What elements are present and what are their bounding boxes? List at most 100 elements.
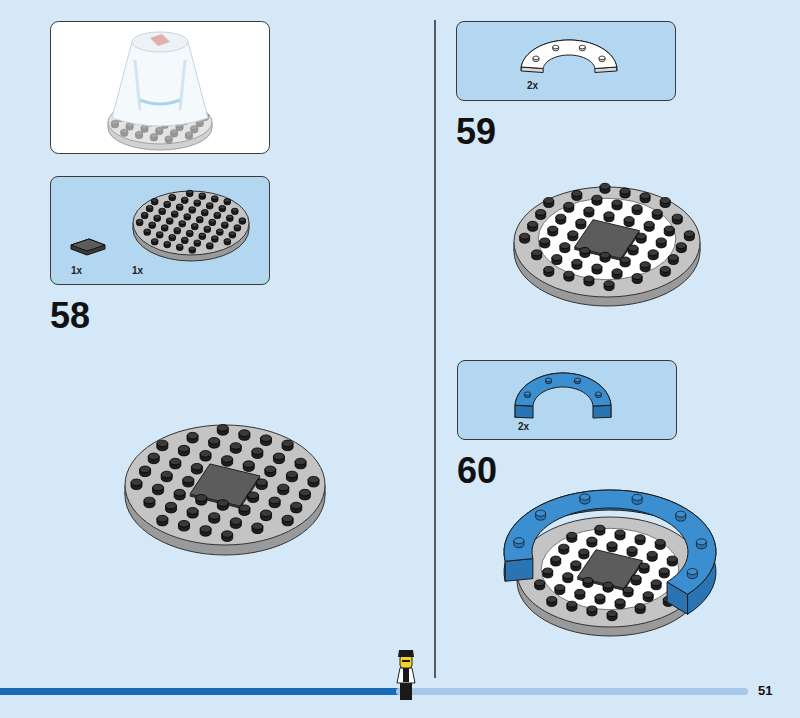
- stud-top: [595, 525, 605, 531]
- stud-top: [640, 262, 650, 268]
- arch-piece: [515, 373, 611, 418]
- stud-top: [600, 183, 610, 189]
- stud-top: [239, 505, 250, 512]
- stud-top: [525, 392, 531, 396]
- stud-top: [177, 244, 183, 248]
- stud-top: [583, 577, 593, 583]
- stud-top: [308, 476, 319, 483]
- stud-top: [169, 234, 175, 238]
- tile: [574, 220, 639, 259]
- stud-top: [291, 502, 302, 509]
- stud-top: [676, 243, 686, 249]
- progress-bar: [0, 688, 400, 695]
- stud-top: [536, 510, 546, 516]
- stud-top: [207, 203, 213, 207]
- stud-top: [136, 131, 143, 135]
- part-quantity: 2x: [527, 80, 538, 91]
- stud-top: [252, 448, 263, 455]
- stud-top: [563, 573, 573, 579]
- stud-top: [157, 440, 168, 447]
- stud-top: [164, 241, 170, 245]
- stud-top: [239, 430, 250, 437]
- stud-top: [560, 243, 570, 249]
- stud-top: [615, 530, 625, 536]
- part-quantity: 1x: [71, 265, 82, 276]
- stud-top: [652, 209, 662, 215]
- part-image: [51, 177, 271, 286]
- stud-top: [179, 520, 190, 527]
- stud-top: [607, 611, 617, 617]
- stud-top: [227, 215, 233, 219]
- stud-top: [212, 236, 218, 240]
- stud-top: [131, 479, 142, 486]
- stud-top: [659, 568, 669, 574]
- stud-top: [154, 215, 160, 219]
- stud-top: [184, 214, 190, 218]
- part-quantity: 1x: [132, 265, 143, 276]
- stud-top: [217, 500, 228, 507]
- stud-top: [278, 484, 289, 491]
- stud-top: [574, 378, 580, 382]
- stud-top: [684, 231, 694, 237]
- stud-top: [533, 56, 539, 60]
- arch-piece: [504, 490, 716, 614]
- page-number: 51: [758, 684, 772, 697]
- stud-top: [209, 438, 220, 445]
- stud-top: [656, 238, 666, 244]
- stud-top: [696, 539, 706, 545]
- stud-top: [187, 230, 193, 234]
- stud-top: [209, 513, 220, 520]
- column-divider: [434, 20, 436, 678]
- stud-top: [579, 549, 589, 555]
- stud-top: [592, 195, 602, 201]
- stud-top: [628, 245, 638, 251]
- stud-top: [644, 221, 654, 227]
- stud-top: [299, 489, 310, 496]
- stud-top: [584, 207, 594, 213]
- stud-top: [217, 229, 223, 233]
- stud-top: [174, 228, 180, 232]
- stud-top: [162, 225, 168, 229]
- stud-top: [165, 136, 172, 140]
- stud-top: [232, 208, 238, 212]
- stud-top: [185, 132, 192, 136]
- stud-top: [273, 453, 284, 460]
- stud-top: [150, 134, 157, 138]
- step-number: 58: [50, 298, 90, 334]
- stud-top: [624, 217, 634, 223]
- stud-top: [564, 202, 574, 208]
- stud-top: [571, 561, 581, 567]
- stud-top: [648, 250, 658, 256]
- stud-top: [548, 226, 558, 232]
- stud-top: [260, 435, 271, 442]
- tile: [577, 550, 642, 589]
- progress-bar-rest: [396, 688, 748, 695]
- stud-top: [551, 556, 561, 562]
- stud-top: [199, 193, 205, 197]
- stud-top: [639, 563, 649, 569]
- stud-top: [286, 471, 297, 478]
- stud-top: [528, 221, 538, 227]
- stud-top: [153, 484, 164, 491]
- parts-callout: 1x 1x: [50, 176, 270, 285]
- stud-top: [587, 537, 597, 543]
- stud-top: [200, 450, 211, 457]
- stud-top: [183, 476, 194, 483]
- stud-top: [607, 542, 617, 548]
- stud-top: [166, 502, 177, 509]
- stud-top: [194, 200, 200, 204]
- stud-top: [111, 121, 118, 125]
- stud-top: [219, 205, 225, 209]
- stud-top: [584, 276, 594, 282]
- stud-top: [620, 188, 630, 194]
- stud-top: [204, 226, 210, 230]
- stud-top: [214, 212, 220, 216]
- stud-top: [222, 531, 233, 538]
- stud-top: [623, 587, 633, 593]
- stud-top: [178, 445, 189, 452]
- stud-top: [171, 130, 178, 134]
- stud-top: [544, 266, 554, 272]
- stud-top: [540, 238, 550, 244]
- stud-top: [575, 589, 585, 595]
